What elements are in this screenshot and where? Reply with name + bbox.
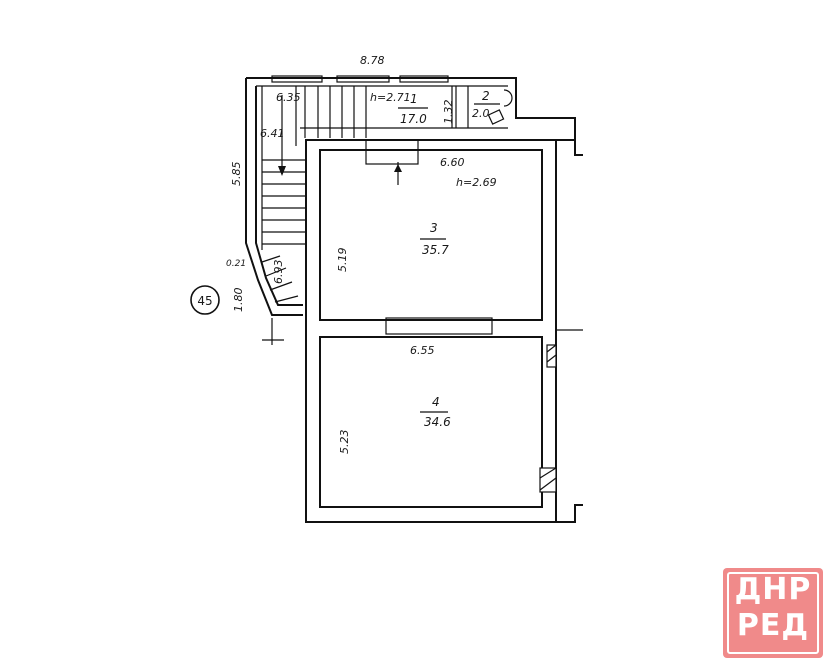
room-2-number: 2: [482, 89, 490, 103]
room-4-label: 4 34.6: [420, 395, 451, 429]
room-3-label: 3 35.7: [420, 221, 449, 257]
room-1-area: 17.0: [400, 112, 427, 126]
room-2-label: 2 2.0: [472, 89, 500, 120]
dim-room4-height: 5.23: [338, 430, 351, 455]
room-1-number: 1: [410, 92, 418, 106]
dim-left-height: 5.85: [230, 162, 243, 187]
logo-frame: [727, 572, 819, 654]
dim-stair-length: 6.35: [276, 91, 301, 104]
plot-number: 45: [197, 294, 212, 308]
logo-line-1: ДНР: [734, 572, 812, 607]
watermark-logo: ДНР РЕД: [723, 568, 823, 658]
room-4-area: 34.6: [424, 415, 451, 429]
dim-height-room1: h=2.71: [370, 91, 411, 104]
logo-line-2: РЕД: [736, 608, 810, 643]
dim-room3-height: 5.19: [336, 248, 349, 273]
room-2-area: 2.0: [472, 107, 490, 120]
dim-room4-width: 6.55: [410, 344, 435, 357]
dim-top-width: 8.78: [360, 54, 385, 67]
staircase: [261, 86, 367, 345]
dim-height-room3: h=2.69: [456, 176, 497, 189]
room-4-number: 4: [432, 395, 440, 409]
dim-stair-depth: 6.41: [260, 127, 285, 140]
room-1-label: 1 17.0: [398, 92, 428, 126]
dim-room3-width: 6.60: [440, 156, 465, 169]
dim-bay-depth: 6.93: [272, 260, 285, 285]
upper-block: [245, 75, 576, 316]
dim-side-width: 1.32: [442, 100, 455, 125]
main-block: [305, 139, 583, 523]
dim-bay-length: 1.80: [232, 288, 245, 313]
dim-bay-small: 0.21: [226, 259, 246, 269]
plot-number-marker: 45: [190, 285, 220, 315]
room-3-number: 3: [430, 221, 438, 235]
room-3-area: 35.7: [422, 243, 449, 257]
room2-fixtures: [487, 89, 513, 125]
